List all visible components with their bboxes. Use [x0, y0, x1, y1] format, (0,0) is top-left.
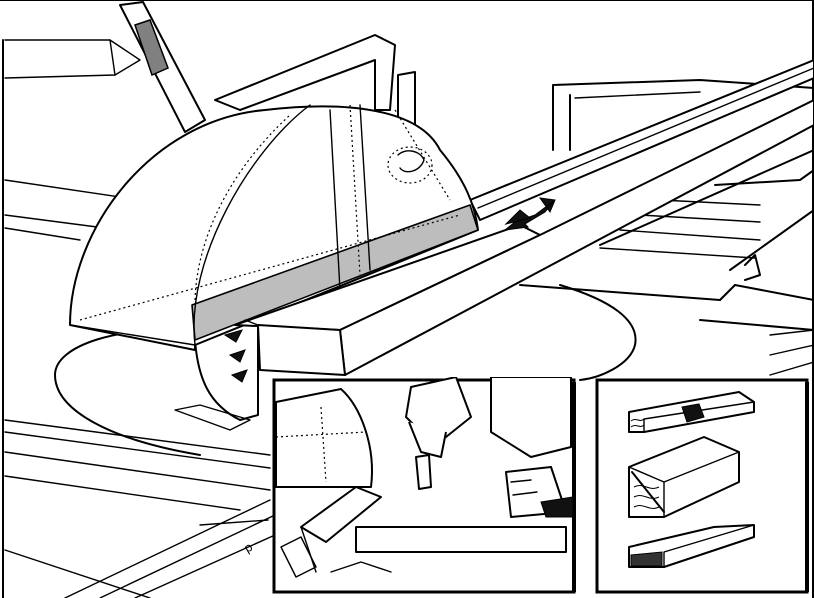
lever-handle: [120, 2, 205, 132]
guard-bracket: [215, 35, 395, 110]
table-mark-label: p: [242, 540, 256, 556]
inset-cut-profiles: [594, 377, 812, 597]
inset-push-stick: [271, 377, 577, 597]
